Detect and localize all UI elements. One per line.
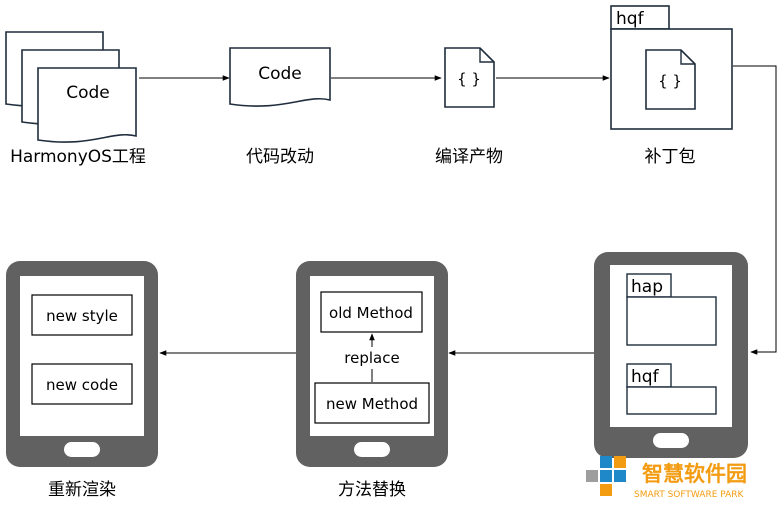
replace-label: replace: [344, 349, 399, 367]
new-method-label: new Method: [326, 395, 418, 413]
project-caption: HarmonyOS工程: [10, 147, 146, 167]
smart-software-park-logo: 智慧软件园 SMART SOFTWARE PARK: [586, 456, 747, 500]
project-code-label: Code: [66, 83, 110, 103]
replace-caption: 方法替换: [338, 480, 406, 500]
patch-file-icon: [645, 49, 696, 110]
change-caption: 代码改动: [246, 147, 314, 167]
render-caption: 重新渲染: [48, 480, 116, 500]
hqf-folder-icon: [626, 386, 717, 415]
new-code-label: new code: [46, 376, 118, 394]
artifact-glyph: { }: [457, 70, 481, 88]
patch-tab-label: hqf: [616, 9, 645, 29]
change-document-icon: [229, 47, 331, 107]
change-code-label: Code: [258, 64, 302, 84]
new-style-box: [31, 294, 133, 336]
new-method-box: [314, 382, 430, 424]
logo-name-cn: 智慧软件园: [642, 462, 747, 486]
logo-name-en: SMART SOFTWARE PARK: [634, 490, 745, 500]
hap-folder-icon: [626, 296, 717, 346]
patch-folder-icon: [610, 5, 733, 130]
old-method-box: [320, 291, 423, 333]
hqf-label: hqf: [631, 367, 660, 387]
patch-glyph: { }: [658, 72, 682, 90]
arrow-patch-to-device: [733, 65, 777, 355]
new-style-label: new style: [46, 307, 118, 325]
old-method-label: old Method: [329, 304, 413, 322]
artifact-file-icon: [444, 47, 495, 108]
new-code-box: [31, 363, 133, 405]
artifact-caption: 编译产物: [435, 147, 503, 167]
patch-caption: 补丁包: [645, 147, 696, 167]
project-code-stack-icon: [5, 31, 137, 143]
hap-label: hap: [631, 277, 663, 297]
